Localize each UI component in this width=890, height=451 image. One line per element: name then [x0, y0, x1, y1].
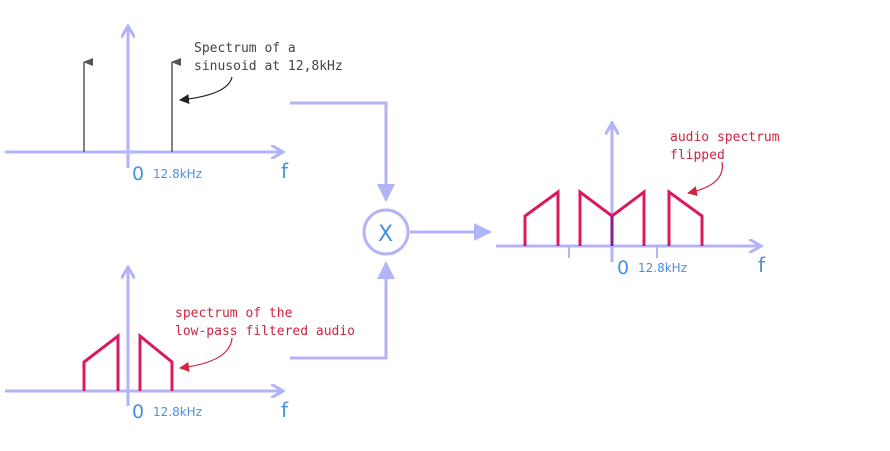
sinusoid-note-line2: sinusoid at 12,8kHz	[194, 59, 343, 74]
bottom-input-path	[290, 261, 395, 360]
result-sideband-4	[667, 189, 704, 246]
result-note-arrow	[687, 161, 723, 197]
audio-note-arrow	[179, 337, 233, 372]
sinusoid-freq-label: 12.8kHz	[153, 167, 202, 181]
sinusoid-spectrum-panel: 0 12.8kHz f Spectrum of a sinusoid at 12…	[5, 27, 343, 185]
signal-flow: X	[290, 101, 492, 360]
top-input-path	[290, 101, 395, 202]
audio-note-line1: spectrum of the	[175, 306, 293, 321]
audio-spectrum-panel: 0 12.8kHz f spectrum of the low-pass fil…	[5, 268, 355, 423]
audio-right-sideband	[138, 332, 174, 391]
audio-left-sideband	[82, 332, 120, 391]
audio-note-line2: low-pass filtered audio	[175, 324, 355, 339]
result-note-line1: audio spectrum	[670, 130, 780, 145]
result-freq-label: 12.8kHz	[638, 261, 687, 275]
sinusoid-note-line1: Spectrum of a	[194, 41, 296, 56]
audio-axis-label: f	[281, 398, 289, 422]
audio-freq-label: 12.8kHz	[153, 405, 202, 419]
mixer-circle	[362, 208, 410, 256]
result-spectrum-panel: 0 12.8kHz f audio spectrum flipped	[496, 124, 780, 279]
mixer-symbol: X	[378, 222, 393, 247]
result-sideband-1	[523, 189, 560, 246]
result-zero-label: 0	[617, 257, 629, 279]
sinusoid-zero-label: 0	[132, 163, 144, 185]
sinusoid-note-arrow	[179, 76, 233, 105]
audio-zero-label: 0	[132, 401, 144, 423]
result-note-line2: flipped	[670, 148, 725, 163]
sinusoid-axis-label: f	[281, 159, 289, 183]
result-axis-label: f	[758, 253, 766, 277]
